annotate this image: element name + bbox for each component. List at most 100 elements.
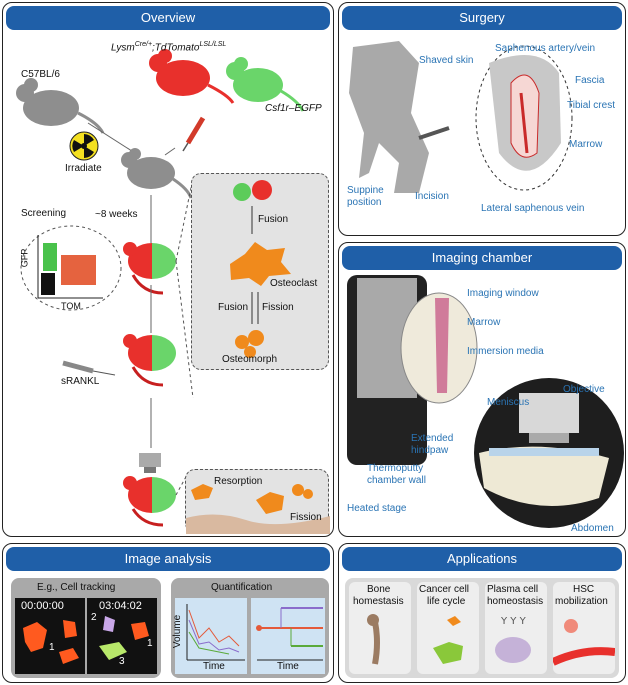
- app3-line2: homeostasis: [487, 596, 544, 607]
- app1-line2: homestasis: [353, 596, 404, 607]
- lysm-sup2: LSL/LSL: [199, 41, 227, 48]
- analysis-header: Image analysis: [6, 547, 330, 571]
- tracking-label: E.g., Cell tracking: [37, 582, 116, 593]
- applications-panel: Applications Bone homestasis Cancer cell…: [338, 543, 626, 683]
- fusion2-label: Fusion: [218, 302, 249, 313]
- svg-text:Y Y Y: Y Y Y: [500, 616, 527, 627]
- weeks-label: ~8 weeks: [95, 209, 138, 220]
- fission2-label: Fission: [290, 512, 322, 523]
- lineage-lines: [256, 607, 323, 661]
- quant-box: Quantification Volume Time Time: [171, 578, 329, 678]
- objective-icon: [139, 453, 161, 473]
- surgery-panel: Surgery Shaved skin Saphenous artery/vei…: [338, 2, 626, 236]
- plasma-cell-icon: Y Y Y: [495, 616, 531, 663]
- analysis-panel: Image analysis E.g., Cell tracking 00:00…: [2, 543, 334, 683]
- recipient-mouse-icon: [121, 148, 193, 199]
- imaging-drawing: [347, 275, 624, 528]
- applications-box: Bone homestasis Cancer cell life cycle P…: [345, 578, 619, 678]
- csf-label: Csf1r–EGFP: [265, 103, 322, 114]
- gfp-label: GFP: [19, 248, 30, 268]
- c57-label: C57BL/6: [21, 69, 60, 80]
- resorption-box: Resorption Fission: [185, 469, 330, 534]
- app-hsc: HSC mobilization: [553, 582, 615, 674]
- tracking-box: E.g., Cell tracking 00:00:00 1 03:04:02 …: [11, 578, 161, 678]
- injection-syringe-icon: [62, 360, 116, 376]
- irradiate-label: Irradiate: [65, 163, 102, 174]
- incision-label: Incision: [415, 191, 449, 202]
- extended1-label: Extended: [411, 433, 454, 444]
- c57-mouse-icon: [16, 78, 105, 134]
- resorption-drawing: [186, 484, 330, 534]
- quant-lines-1: [186, 604, 245, 661]
- arrow: [164, 147, 176, 156]
- thermo1-label: Thermoputty: [367, 463, 424, 474]
- cell-num-3: 3: [119, 656, 125, 667]
- app1-line1: Bone: [367, 584, 391, 595]
- imaging-marrow-label: Marrow: [467, 317, 501, 328]
- marrow-label: Marrow: [569, 139, 603, 150]
- app2-line1: Cancer cell: [419, 584, 470, 595]
- chimera-mouse-icon: [123, 476, 176, 527]
- facs-plot: [37, 235, 103, 299]
- cell-num-1b: 1: [147, 638, 153, 649]
- meniscus-label: Meniscus: [487, 397, 530, 408]
- lysm-sup1: Cre/+: [134, 41, 153, 48]
- applications-header: Applications: [342, 547, 622, 571]
- time2-axis-label: Time: [277, 661, 299, 672]
- objective-label: Objective: [563, 384, 605, 395]
- fission-label: Fission: [262, 302, 294, 313]
- time2-stamp: 03:04:02: [99, 600, 142, 612]
- app4-line2: mobilization: [555, 596, 608, 607]
- lysm-mouse-icon: [149, 49, 235, 104]
- syringe-icon: [182, 116, 206, 152]
- lateral-label: Lateral saphenous vein: [481, 203, 585, 214]
- quant-label: Quantification: [211, 582, 273, 593]
- immersion-label: Immersion media: [467, 346, 544, 357]
- imaging-panel: Imaging chamber Imaging window Marrow Im…: [338, 242, 626, 537]
- window-label: Imaging window: [467, 288, 539, 299]
- fascia-label: Fascia: [575, 75, 605, 86]
- frame-2: 03:04:02 2 1 3: [87, 598, 157, 674]
- time1-axis-label: Time: [203, 661, 225, 672]
- osteoclast-label: Osteoclast: [270, 278, 318, 289]
- fusion-drawing: [230, 180, 291, 358]
- fusion-label: Fusion: [258, 214, 289, 225]
- cell-num-2: 2: [91, 612, 97, 623]
- radiation-icon: [69, 131, 99, 161]
- quant-chart-1: Volume Time: [172, 598, 247, 674]
- lysm-text: Lysm: [111, 42, 135, 54]
- heated-label: Heated stage: [347, 503, 407, 514]
- lysm-label: LysmCre/+;TdTomatoLSL/LSL: [111, 41, 226, 53]
- frame-1: 00:00:00 1: [15, 598, 85, 674]
- saphenous-label: Saphenous artery/vein: [495, 43, 596, 54]
- resorption-label: Resorption: [214, 476, 263, 487]
- osteomorph-label: Osteomorph: [222, 354, 278, 365]
- tom-label: TOM: [61, 301, 81, 311]
- suppine2-label: position: [347, 197, 382, 208]
- bone-icon: [367, 614, 380, 665]
- screening-label: Screening: [21, 208, 67, 219]
- time1-stamp: 00:00:00: [21, 600, 64, 612]
- srankl-label: sRANKL: [61, 376, 100, 387]
- app-cancer: Cancer cell life cycle: [417, 582, 479, 674]
- shaved-skin-label: Shaved skin: [419, 55, 474, 66]
- overview-header: Overview: [6, 6, 330, 30]
- chimera-mouse-icon: [123, 242, 176, 295]
- surgery-drawing: [349, 41, 573, 193]
- csf-mouse-icon: [226, 57, 305, 112]
- app3-line1: Plasma cell: [487, 584, 539, 595]
- hsc-icon: [553, 619, 615, 666]
- cancer-cell-icon: [433, 616, 463, 664]
- tibial-label: Tibial crest: [567, 100, 615, 111]
- arrow: [87, 122, 136, 154]
- volume-axis-label: Volume: [172, 614, 184, 649]
- app-bone: Bone homestasis: [349, 582, 411, 674]
- suppine1-label: Suppine: [347, 185, 384, 196]
- cell-num-1a: 1: [49, 642, 55, 653]
- chimera-mouse-icon: [123, 334, 176, 387]
- quant-chart-2: Time: [251, 598, 325, 674]
- app2-line2: life cycle: [427, 596, 466, 607]
- frame2-cells: [99, 616, 149, 660]
- surgery-header: Surgery: [342, 6, 622, 30]
- imaging-header: Imaging chamber: [342, 246, 622, 270]
